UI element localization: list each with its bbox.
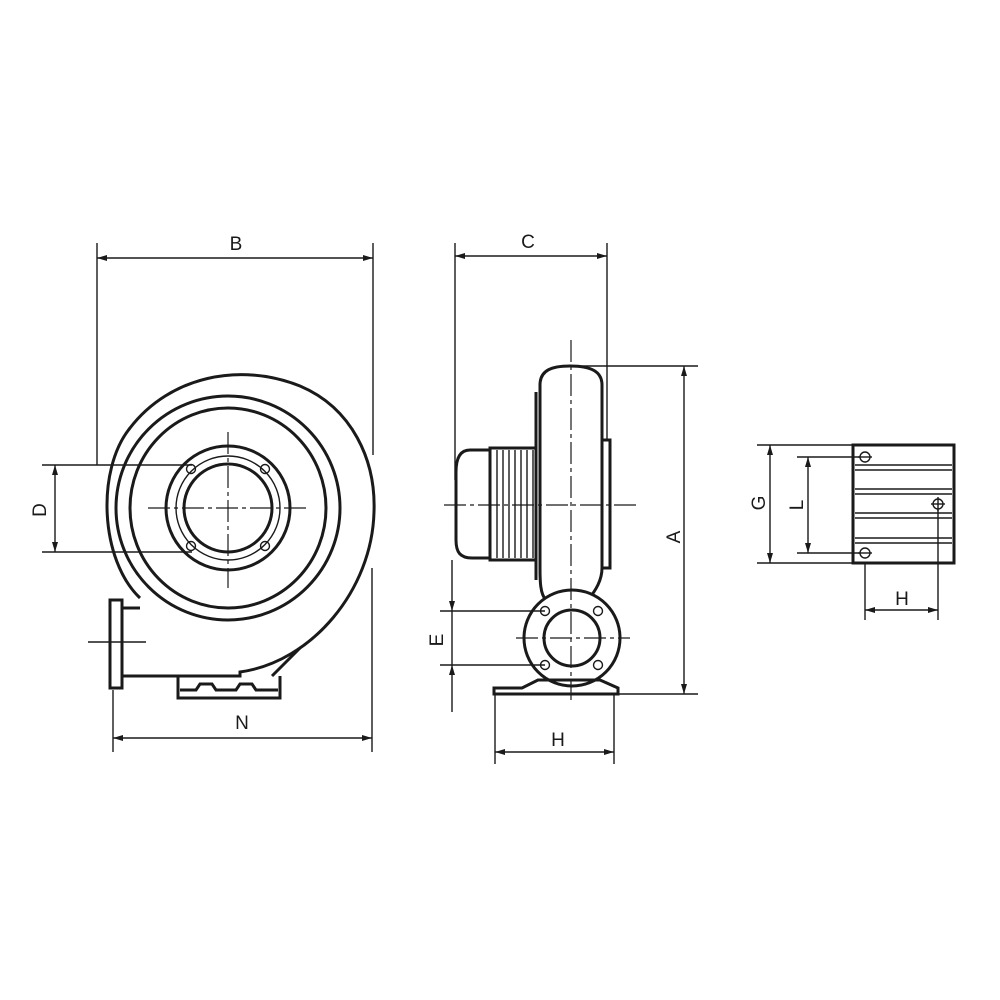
label-d: D: [30, 503, 51, 517]
side-view: [444, 340, 640, 700]
base-foot: [176, 676, 282, 700]
bolt-hole: [259, 540, 271, 552]
label-g: G: [749, 496, 770, 511]
label-n: N: [235, 713, 249, 734]
outlet-flange: [108, 598, 124, 690]
label-a: A: [664, 530, 685, 543]
front-view: [88, 373, 376, 700]
bolt-hole: [592, 605, 604, 617]
housing-ring-outer: [114, 394, 342, 622]
label-h2: H: [895, 589, 909, 610]
front-dimensions: [42, 243, 374, 752]
bolt-hole: [592, 659, 604, 671]
side-rib: [600, 438, 612, 570]
side-base: [492, 678, 620, 696]
label-c: C: [521, 232, 535, 253]
label-l: L: [787, 500, 808, 511]
housing-ring-inner: [128, 406, 328, 610]
label-h: H: [551, 730, 565, 751]
motor-body: [454, 448, 492, 560]
side-dimensions: [440, 243, 698, 764]
label-b: B: [230, 234, 243, 255]
base-bracket: [270, 646, 302, 678]
base-plate-slots: [855, 464, 952, 544]
bolt-hole: [259, 463, 271, 475]
base-plate: [851, 443, 956, 565]
mounting-holes: [858, 451, 945, 559]
base-plate-view: [851, 443, 956, 565]
label-e: E: [427, 634, 448, 647]
base-plate-dimensions: [757, 444, 939, 620]
motor-fin-lines: [496, 450, 534, 558]
bolt-hole: [185, 540, 197, 552]
volute-housing: [105, 373, 376, 678]
